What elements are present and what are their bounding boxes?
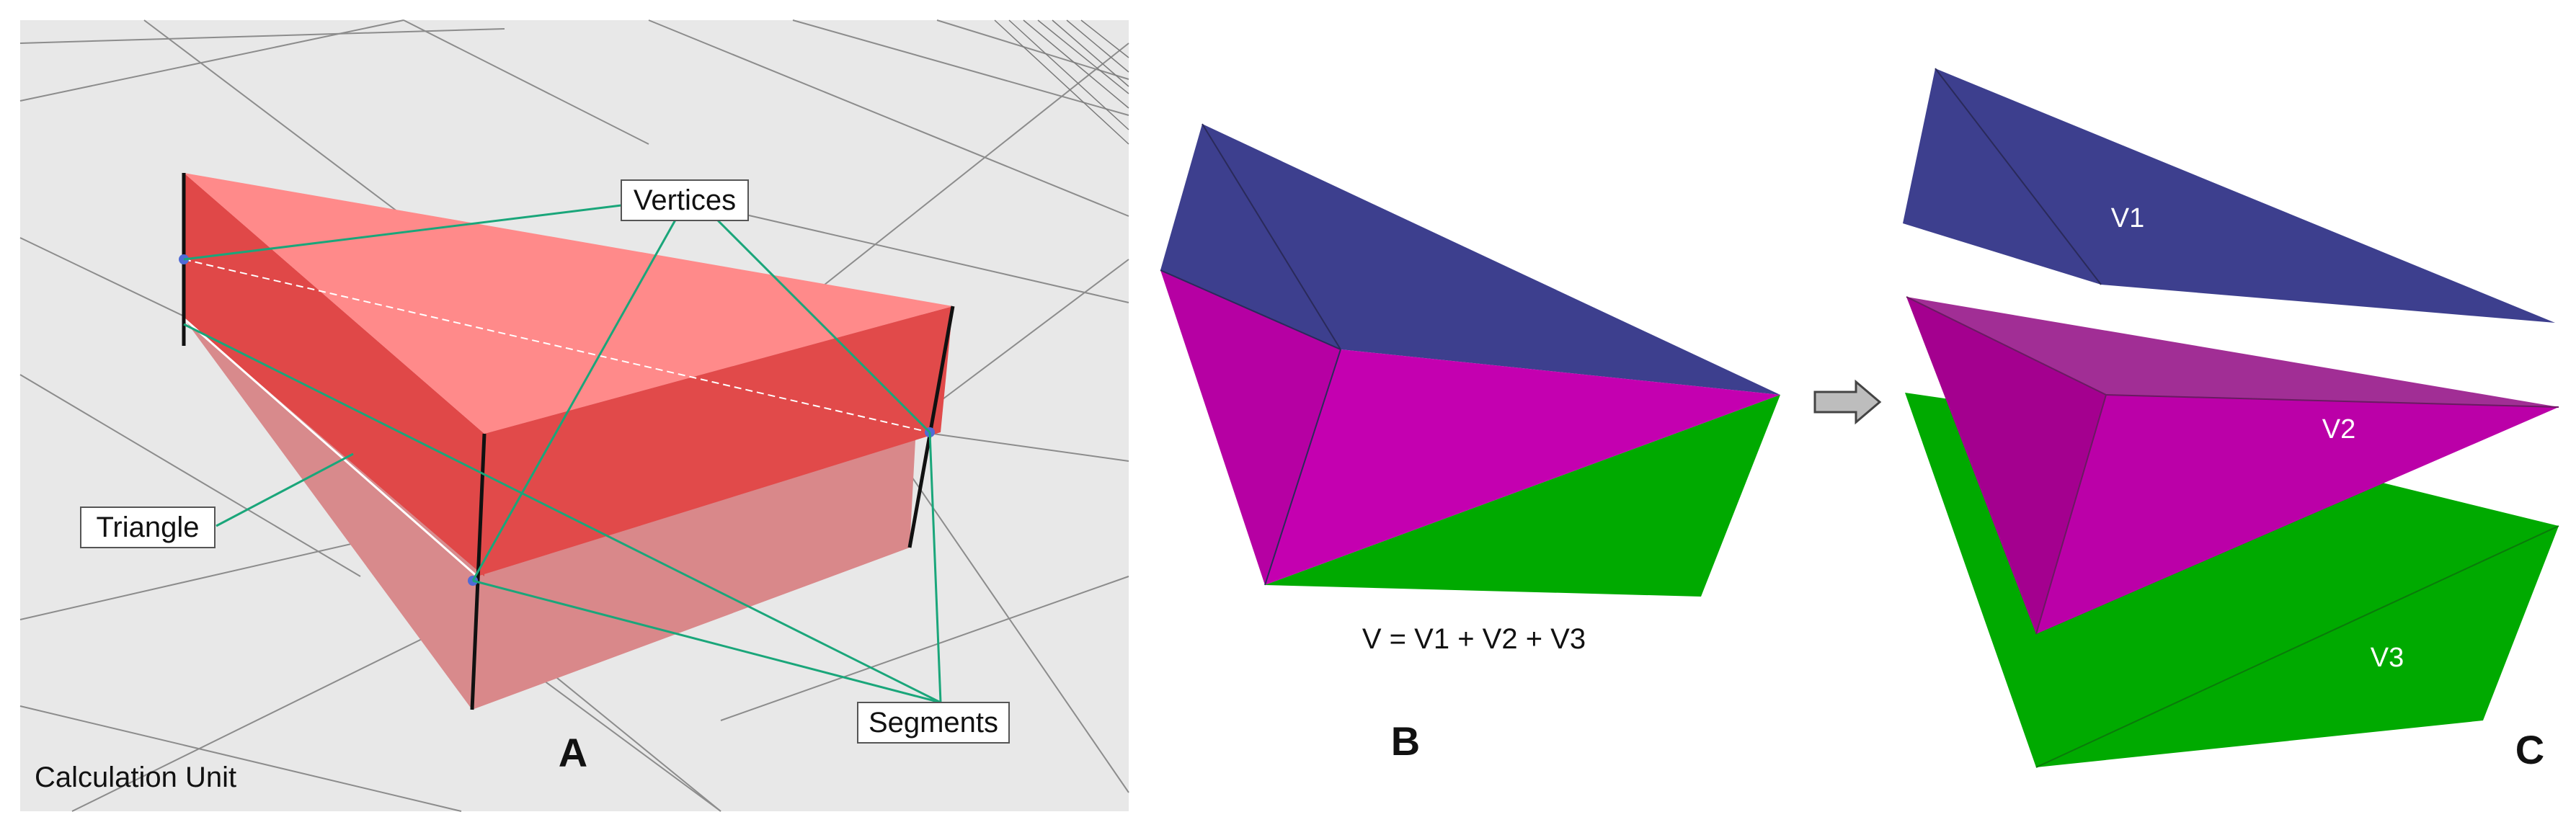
volume-formula: V = V1 + V2 + V3: [1362, 623, 1586, 655]
panel-c: V1 V3 V2 C: [1903, 68, 2559, 772]
triangle-callout: Triangle: [80, 507, 216, 548]
v3-label: V3: [2371, 643, 2404, 673]
c-v2-top-face: [1906, 297, 2559, 407]
segments-callout: Segments: [857, 702, 1010, 744]
panel-b: V = V1 + V2 + V3 B: [1160, 123, 1780, 764]
prism-left-wall: [184, 173, 484, 576]
vertices-label: Vertices: [634, 184, 736, 216]
segments-label: Segments: [869, 707, 998, 738]
prism-mid-edge: [183, 317, 478, 578]
right-arrow-icon: [1813, 379, 1882, 425]
c-v1-edge: [1935, 68, 2102, 285]
b-green-volume: [1265, 395, 1780, 597]
c-v2-left-face: [1906, 297, 2106, 634]
b-magenta-front-face: [1265, 349, 1780, 585]
b-magenta-left-face: [1160, 270, 1341, 585]
prism-top-face: [184, 173, 953, 434]
segment-right: [907, 305, 955, 548]
c-v2-front-face: [2036, 395, 2559, 634]
terrain-dense-mesh: [994, 19, 1129, 145]
panel-a: Vertices Triangle Segments Calculation U…: [19, 19, 1129, 812]
v1-label: V1: [2111, 203, 2144, 233]
prism-right-wall: [477, 306, 953, 576]
triangle-label: Triangle: [96, 512, 199, 543]
calculation-unit-label: Calculation Unit: [35, 762, 236, 793]
panel-c-letter: C: [2515, 727, 2544, 772]
b-blue-volume: [1160, 124, 1780, 395]
v2-label: V2: [2322, 414, 2355, 445]
panel-a-letter: A: [559, 730, 587, 775]
leader-lines: [183, 204, 942, 704]
vertices-callout: Vertices: [621, 179, 749, 221]
c-v1-piece: [1903, 68, 2555, 323]
hidden-edge: [183, 259, 931, 433]
c-v3-edge: [2035, 525, 2559, 768]
b-edges: [1160, 123, 1341, 586]
c-v2-edges: [1906, 296, 2559, 635]
panel-b-letter: B: [1391, 718, 1420, 764]
